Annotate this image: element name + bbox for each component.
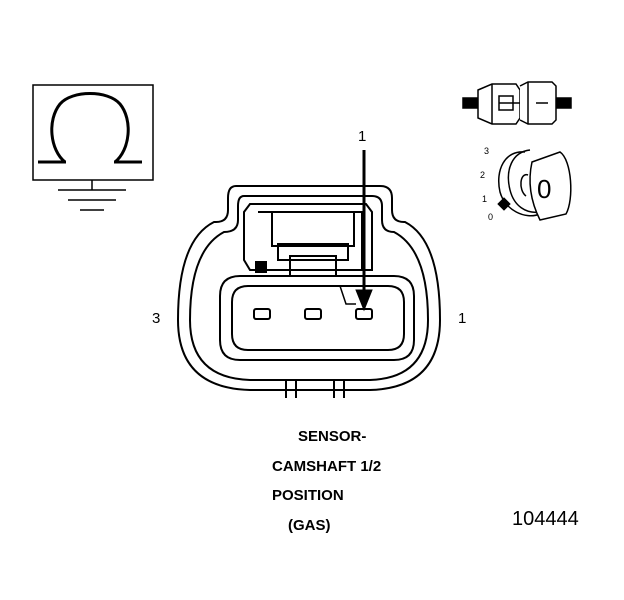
pin-cavity-3 [253,308,271,320]
caption-line-1: SENSOR- [298,428,367,445]
lock-position-icon [497,149,572,221]
figure-number: 104444 [512,508,579,530]
lock-position-1: 1 [482,194,488,204]
pin-cavities [253,308,373,320]
callout-pin-label: 1 [358,128,367,145]
lock-state-label: 0 [537,174,552,204]
lock-position-2: 2 [480,170,486,180]
caption-line-2: CAMSHAFT 1/2 [272,458,382,475]
pin-3-label: 3 [152,310,161,327]
pin-1-arrow [339,150,373,312]
pin-1-label: 1 [458,310,467,327]
lock-position-3: 3 [484,146,490,156]
caption-line-3: POSITION [272,487,344,504]
connector-side-view-icon [462,81,572,125]
omega-sensor-icon [32,84,154,181]
ground-icon [58,180,126,211]
lock-position-0: 0 [488,212,494,222]
caption-line-4: (GAS) [288,517,331,534]
pin-cavity-2 [304,308,322,320]
connector-housing [176,185,442,398]
